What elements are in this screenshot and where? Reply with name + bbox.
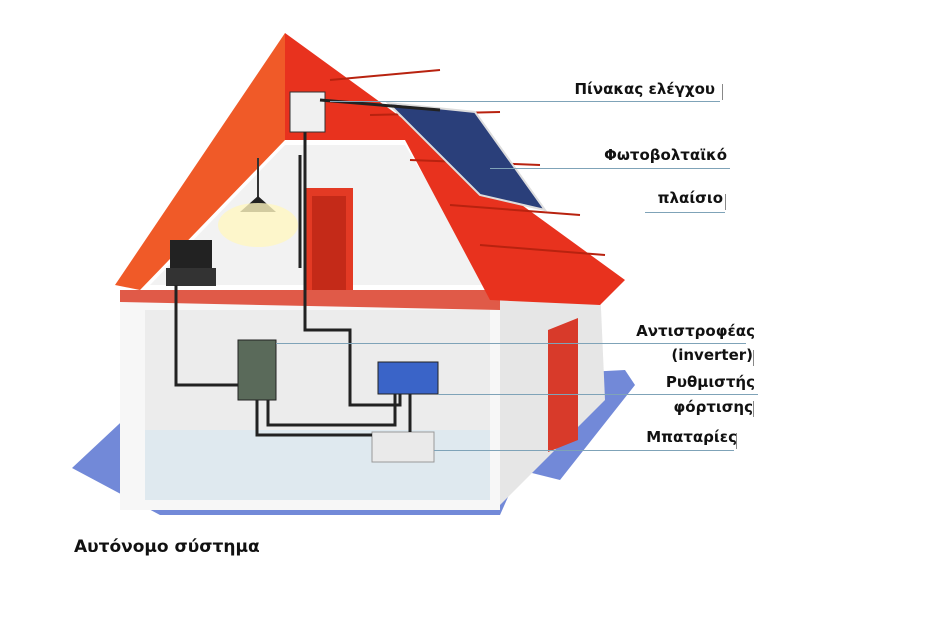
leader-line bbox=[330, 101, 720, 102]
label-batteries: Μπαταρίες bbox=[646, 428, 737, 446]
leader-tick bbox=[725, 194, 726, 210]
label-regulator-2: φόρτισης bbox=[673, 398, 753, 416]
solar-panel bbox=[385, 101, 548, 212]
leader-line bbox=[645, 212, 725, 213]
label-pv-1: Φωτοβολταϊκό bbox=[604, 146, 727, 164]
roof-left bbox=[115, 33, 285, 290]
leader-line bbox=[490, 168, 730, 169]
label-regulator-1: Ρυθμιστής bbox=[665, 373, 755, 391]
leader-line bbox=[276, 343, 746, 344]
label-control-panel: Πίνακας ελέγχου bbox=[574, 80, 715, 98]
charge-regulator bbox=[377, 361, 439, 395]
leader-line bbox=[434, 450, 734, 451]
label-inverter-2: (inverter) bbox=[671, 346, 753, 364]
battery bbox=[371, 431, 435, 463]
upper-floor bbox=[120, 290, 500, 310]
leader-tick bbox=[736, 433, 737, 449]
leader-tick bbox=[753, 401, 754, 417]
diagram-title: Αυτόνομο σύστημα bbox=[74, 537, 260, 557]
control-panel-box bbox=[289, 91, 326, 133]
inverter-box bbox=[237, 339, 277, 401]
window bbox=[548, 318, 578, 452]
tv bbox=[170, 240, 212, 270]
leader-line bbox=[438, 394, 758, 395]
leader-tick bbox=[753, 350, 754, 366]
label-pv-2: πλαίσιο bbox=[657, 189, 723, 207]
leader-tick bbox=[722, 84, 723, 100]
label-inverter-1: Αντιστροφέας bbox=[636, 322, 755, 340]
